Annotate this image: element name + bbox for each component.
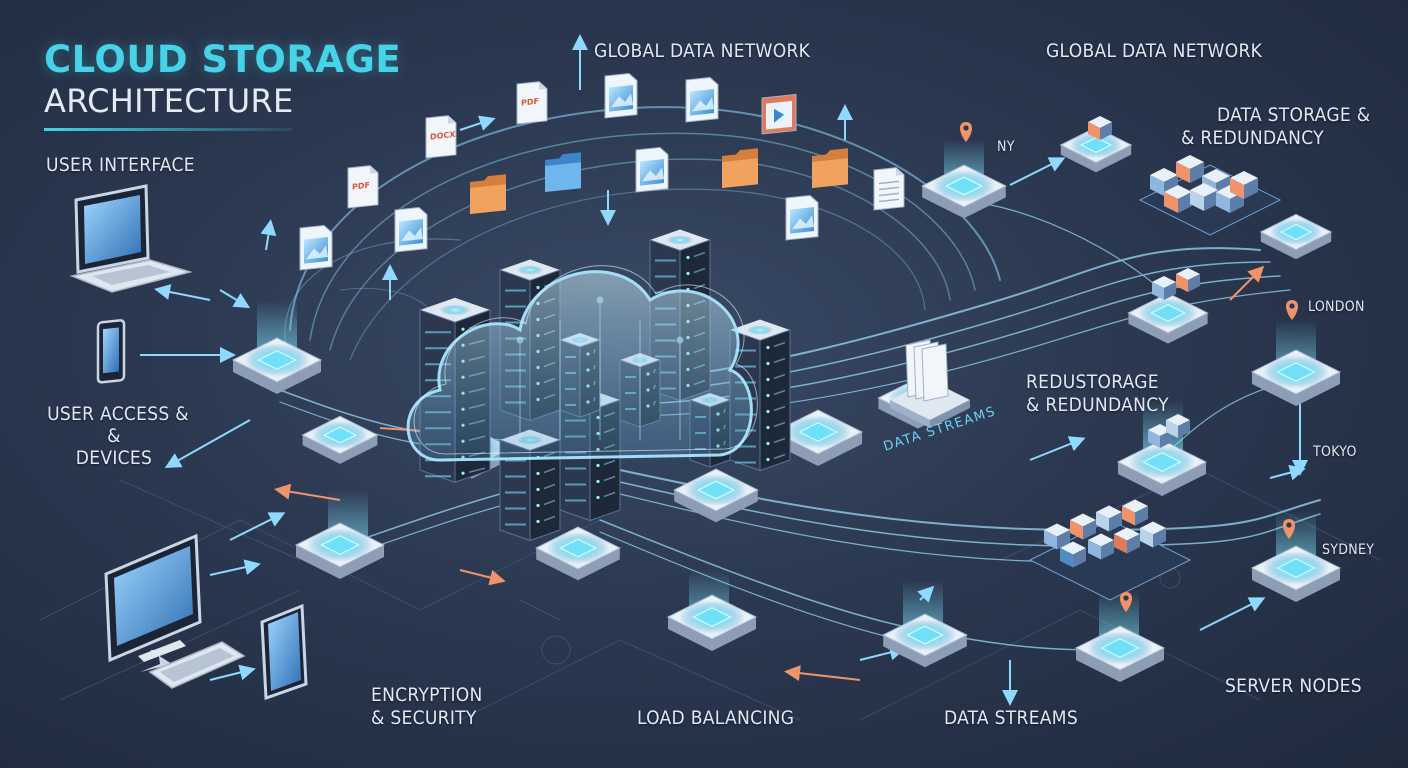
location-pin-icon <box>1120 592 1132 612</box>
laptop-icon <box>69 184 193 293</box>
server-rack <box>729 319 791 472</box>
data-block <box>1190 183 1218 211</box>
image-file-icon <box>785 194 819 241</box>
data-block <box>1164 185 1192 213</box>
label-data-streams: DATA STREAMS <box>944 707 1078 729</box>
server-node <box>882 613 968 668</box>
data-block <box>1140 521 1166 548</box>
data-block <box>1044 523 1070 550</box>
phone-icon <box>96 319 126 384</box>
label-user-access-2: & <box>107 425 121 447</box>
location-tokyo: TOKYO <box>1313 444 1357 460</box>
data-block <box>1096 505 1122 532</box>
cloud-icon <box>406 265 758 462</box>
image-file-icon <box>394 206 428 253</box>
server-node <box>535 526 621 581</box>
location-pin-icon <box>1283 519 1295 539</box>
server-node <box>301 415 379 464</box>
data-block <box>1060 541 1086 568</box>
file-tag: PDF <box>352 181 370 192</box>
video-file-icon <box>761 93 797 135</box>
pdf-document-icon: PDF <box>347 165 379 209</box>
text-document-icon <box>873 167 905 211</box>
file-tag: PDF <box>521 97 539 108</box>
label-user-access-3: DEVICES <box>75 447 153 469</box>
desktop-monitor-icon <box>104 533 202 672</box>
location-london: LONDON <box>1308 299 1365 315</box>
server-node <box>673 468 759 523</box>
server-node <box>1259 213 1333 260</box>
data-block <box>1152 276 1176 300</box>
data-block <box>1166 414 1190 438</box>
server-node <box>1116 439 1208 496</box>
server-node <box>1250 545 1342 602</box>
label-redundancy-1: REDUSTORAGE <box>1026 371 1159 393</box>
flow-arrows <box>140 34 1308 706</box>
server-node <box>1059 126 1133 173</box>
folder-icon <box>812 148 848 188</box>
data-block <box>1176 155 1204 183</box>
folder-icon <box>545 152 581 192</box>
pdf-document-icon: PDF <box>516 81 548 125</box>
docx-document-icon: DOCX <box>425 115 457 159</box>
keyboard-icon <box>148 641 246 689</box>
image-file-icon <box>685 76 719 123</box>
image-file-icon <box>635 146 669 193</box>
data-block <box>1088 533 1114 560</box>
title-line-2: ARCHITECTURE <box>44 82 294 120</box>
tablet-icon <box>260 603 308 701</box>
label-user-access-1: USER ACCESS & <box>47 403 189 425</box>
main-streams <box>279 199 1321 651</box>
server-node <box>1074 625 1166 682</box>
file-icons: PDF DOCX PDF <box>299 72 905 271</box>
label-data-storage-2: & REDUNDANCY <box>1181 127 1324 149</box>
label-global-network-2: GLOBAL DATA NETWORK <box>1046 40 1263 62</box>
title-underline <box>44 128 292 131</box>
server-node <box>666 594 758 651</box>
data-block <box>1176 268 1200 292</box>
label-global-network-1: GLOBAL DATA NETWORK <box>594 40 811 62</box>
label-user-interface: USER INTERFACE <box>46 154 195 176</box>
folder-icon <box>470 174 506 214</box>
location-pin-icon <box>1286 300 1298 320</box>
data-block <box>1088 116 1112 140</box>
image-file-icon <box>604 72 638 119</box>
data-block <box>1230 171 1258 199</box>
server-node <box>1127 292 1209 344</box>
data-block <box>1148 424 1172 448</box>
storage-blocks <box>890 116 1282 601</box>
server-node <box>231 337 323 394</box>
label-encryption-2: & SECURITY <box>371 707 477 729</box>
document-stack-icon <box>890 339 970 428</box>
title-line-1: CLOUD STORAGE <box>44 38 402 81</box>
server-node <box>921 164 1007 219</box>
data-block <box>1114 527 1140 554</box>
label-redundancy-2: & REDUNDANCY <box>1026 394 1169 416</box>
server-node <box>294 522 386 579</box>
label-data-storage-1: DATA STORAGE & <box>1217 104 1371 126</box>
server-node <box>772 409 864 466</box>
label-load-balancing: LOAD BALANCING <box>637 707 795 729</box>
data-block <box>1122 499 1148 526</box>
location-pins <box>960 122 1298 612</box>
label-server-nodes: SERVER NODES <box>1225 675 1362 697</box>
image-file-icon <box>299 224 333 271</box>
label-encryption-1: ENCRYPTION <box>371 684 483 706</box>
location-sydney: SYDNEY <box>1322 542 1375 558</box>
server-node <box>1250 349 1342 406</box>
folder-icon <box>722 148 758 188</box>
data-block <box>1070 513 1096 540</box>
file-tag: DOCX <box>430 130 456 142</box>
location-pin-icon <box>960 122 972 142</box>
location-ny: NY <box>997 139 1015 155</box>
